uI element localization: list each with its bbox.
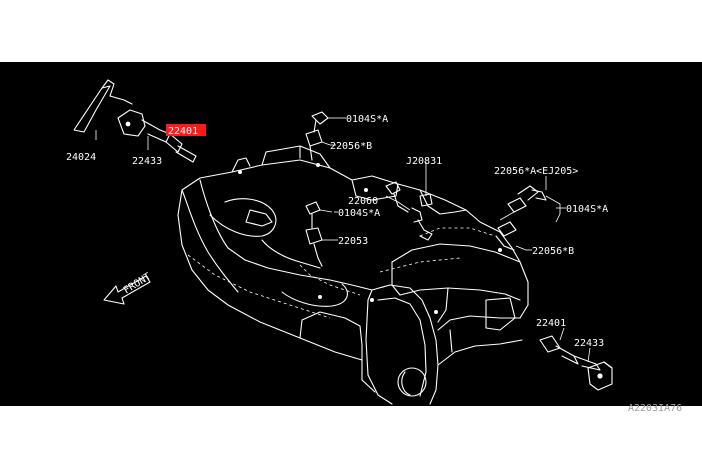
label-22401-left-highlighted: 22401 bbox=[168, 126, 198, 137]
label-j20831: J20831 bbox=[406, 156, 442, 167]
top-fuel-injector bbox=[305, 111, 340, 161]
label-22433-left: 22433 bbox=[132, 156, 162, 167]
right-ignition-coil bbox=[539, 327, 613, 391]
left-ignition-coil bbox=[73, 79, 197, 163]
label-22053: 22053 bbox=[338, 236, 368, 247]
footer-code: A2203IA76 bbox=[628, 403, 682, 414]
label-24024: 24024 bbox=[66, 152, 96, 163]
highlight-box-22401 bbox=[166, 124, 206, 136]
front-direction-arrow bbox=[103, 275, 151, 305]
diagram-background bbox=[0, 62, 702, 406]
label-0104s-a-mid: 0104S*A bbox=[338, 208, 380, 219]
label-22056-b-top: 22056*B bbox=[330, 141, 372, 152]
engine-block bbox=[177, 145, 529, 405]
label-0104s-a-right: 0104S*A bbox=[566, 204, 608, 215]
label-22056-b-right: 22056*B bbox=[532, 246, 574, 257]
label-0104s-a-top: 0104S*A bbox=[346, 114, 388, 125]
label-22401-right: 22401 bbox=[536, 318, 566, 329]
mid-injector-and-sensor bbox=[305, 166, 433, 267]
label-22060: 22060 bbox=[348, 196, 378, 207]
right-fuel-injector bbox=[495, 185, 561, 251]
label-22056-a-ej205: 22056*A<EJ205> bbox=[494, 166, 578, 177]
label-22433-right: 22433 bbox=[574, 338, 604, 349]
leader-lines bbox=[330, 117, 566, 251]
